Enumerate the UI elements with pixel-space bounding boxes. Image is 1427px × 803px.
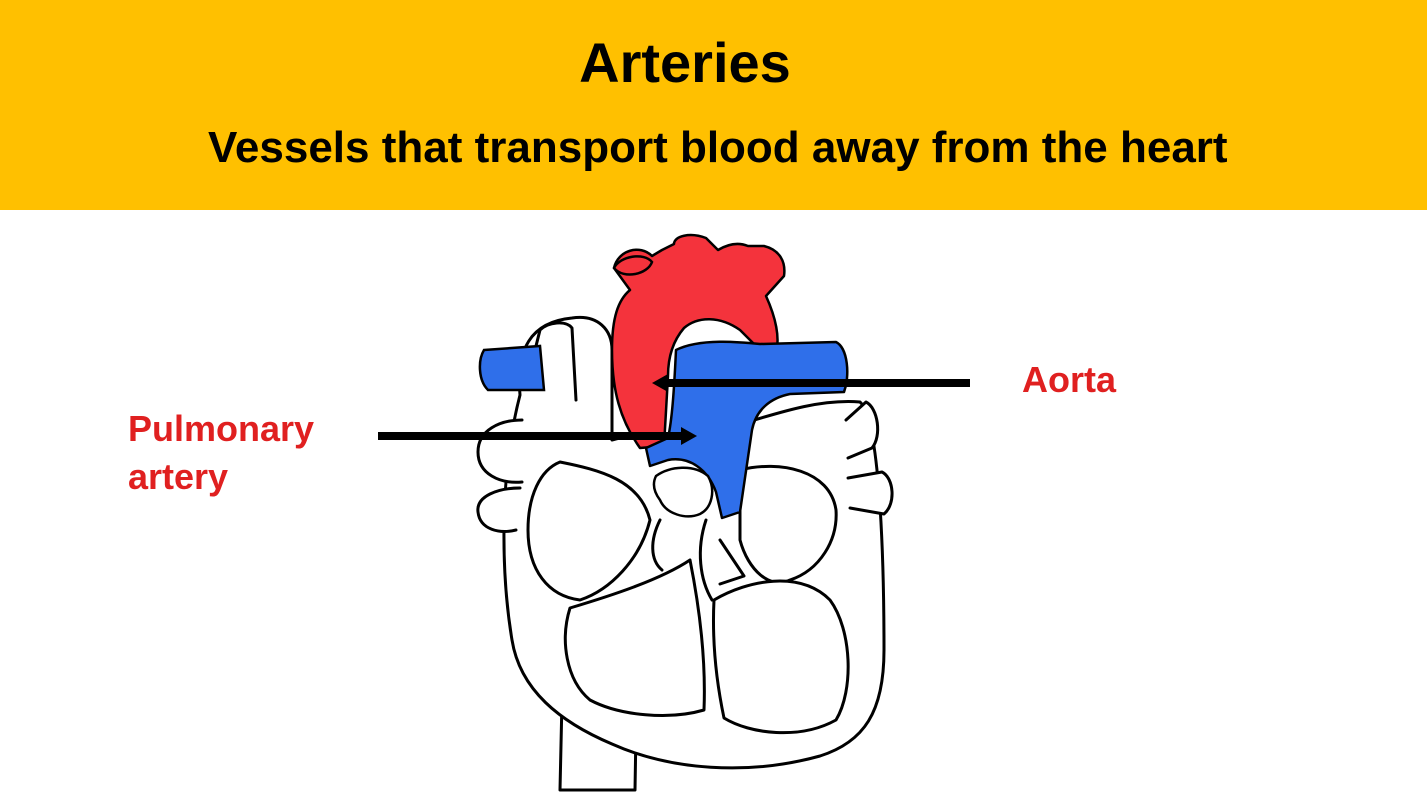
slide-subtitle: Vessels that transport blood away from t…	[208, 123, 1228, 172]
superior-vena-cava-cap	[478, 344, 546, 392]
pulmonary-vein-right-upper	[844, 400, 880, 460]
right-atrium	[526, 460, 652, 602]
slide-title: Arteries	[579, 31, 791, 94]
aorta-arrow	[652, 374, 970, 392]
right-ventricle	[563, 558, 706, 717]
superior-vena-cava	[534, 321, 578, 402]
valve-left	[651, 518, 664, 572]
pulmonary-vein-left-upper	[476, 418, 524, 484]
label-pulmonary-line1: Pulmonary	[128, 408, 315, 449]
pulmonary-valve	[652, 466, 714, 518]
pulmonary-vein-right-lower	[846, 470, 894, 516]
pulmonary-arrow	[378, 427, 697, 445]
left-ventricle	[711, 579, 850, 735]
label-aorta: Aorta	[1022, 359, 1117, 400]
aorta-opening	[612, 255, 654, 276]
septum	[698, 518, 714, 602]
label-pulmonary-artery: Pulmonary artery	[128, 405, 314, 501]
aorta-shape	[610, 233, 786, 450]
header-banner	[0, 0, 1427, 210]
pulmonary-vein-left-lower	[476, 486, 522, 533]
left-atrium	[738, 464, 838, 585]
label-pulmonary-line2: artery	[128, 456, 229, 497]
valve-right	[718, 538, 746, 586]
